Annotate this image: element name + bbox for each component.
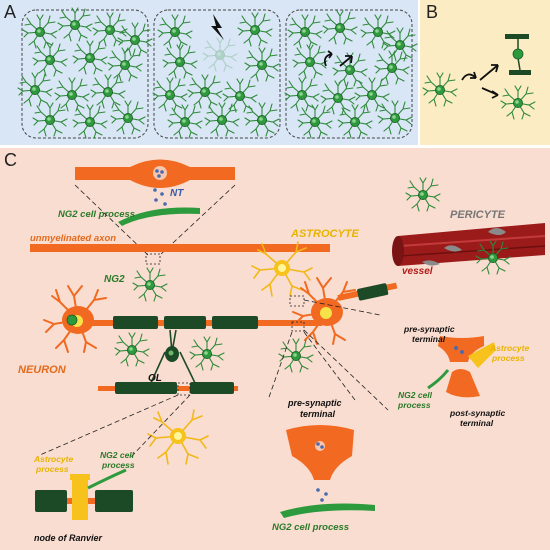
migration-arrow-icon bbox=[323, 50, 353, 67]
zoom-box-synapse bbox=[291, 321, 305, 332]
unmyelinated-axon-label: unmyelinated axon bbox=[30, 233, 116, 244]
ng2-process-bottom-label: NG2 cell process bbox=[272, 522, 349, 533]
inset-axon-synapse bbox=[75, 159, 235, 226]
lightning-icon bbox=[211, 14, 224, 40]
blood-vessel bbox=[392, 223, 546, 266]
ng2-label: NG2 bbox=[104, 274, 125, 285]
ng2-process-top-label: NG2 cell process bbox=[58, 209, 135, 220]
panel-b-arrows-icon bbox=[461, 64, 499, 99]
panel-a-box-1 bbox=[21, 9, 149, 139]
panel-b-letter: B bbox=[426, 2, 438, 22]
oligodendrocyte bbox=[149, 329, 197, 386]
zoom-box-node bbox=[177, 382, 191, 396]
neuron-label: NEURON bbox=[18, 364, 67, 376]
panel-a-box-2 bbox=[153, 9, 281, 139]
ng2-on-neuron bbox=[66, 314, 78, 326]
unmyelinated-axon bbox=[30, 244, 330, 252]
astrocyte-label: ASTROCYTE bbox=[290, 228, 360, 240]
panel-c-letter: C bbox=[4, 150, 17, 170]
neuron-right-axon bbox=[337, 282, 398, 301]
panel-a-box-3 bbox=[285, 9, 413, 139]
zoom-lines-bottom-middle bbox=[267, 331, 356, 401]
node-of-ranvier-label: node of Ranvier bbox=[34, 533, 103, 543]
inset-presynaptic-terminal bbox=[280, 425, 375, 518]
ol-label: OL bbox=[148, 373, 162, 384]
zoom-lines-right bbox=[303, 299, 389, 411]
pericyte-label: PERICYTE bbox=[450, 209, 506, 221]
zoom-lines-top bbox=[74, 184, 236, 256]
panel-b-myelinating-oligodendrocyte bbox=[505, 34, 531, 75]
zoom-lines-bottom-left bbox=[39, 394, 191, 459]
myelinated-axon bbox=[92, 316, 322, 329]
nt-label: NT bbox=[170, 188, 184, 199]
inset-node-of-ranvier bbox=[35, 468, 133, 520]
lower-myelinated-axon bbox=[98, 382, 238, 394]
panel-a-letter: A bbox=[4, 2, 16, 22]
inset-tripartite-synapse bbox=[427, 336, 496, 398]
vessel-label: vessel bbox=[402, 266, 433, 277]
